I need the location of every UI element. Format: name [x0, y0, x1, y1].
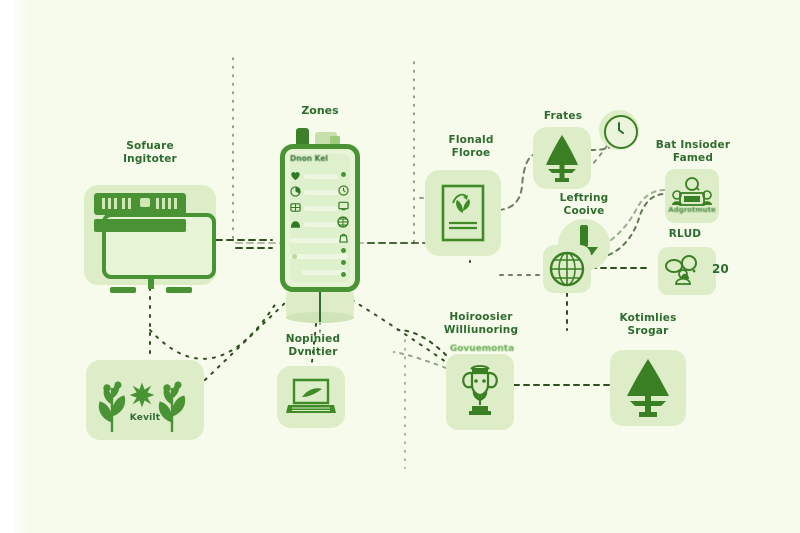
- plants-card[interactable]: [86, 360, 204, 440]
- laptop-device-card[interactable]: [277, 366, 345, 428]
- device-nub-a: [296, 128, 309, 148]
- left-edge-fade: [14, 0, 30, 533]
- document-icon: [441, 184, 485, 242]
- software-incubator-label: Sofuare Ingitoter: [123, 140, 177, 165]
- trophy-icon: [462, 365, 498, 415]
- plants-label: Kevilt: [129, 413, 161, 423]
- tree-forest-label: Frates: [543, 110, 583, 122]
- device-list-row: [302, 270, 348, 275]
- clock-badge[interactable]: [604, 115, 638, 149]
- clock-icon[interactable]: [338, 185, 349, 199]
- globe-icon: [549, 251, 585, 287]
- document-report-label: Flonald Floroe: [448, 134, 494, 159]
- status-dot: [341, 260, 346, 265]
- center-device[interactable]: Dnon Kel: [272, 126, 368, 323]
- device-list-row: [304, 174, 338, 179]
- bat-insider-card[interactable]: [665, 169, 719, 223]
- globe-network-card[interactable]: [543, 245, 591, 293]
- tree-icon: [546, 135, 578, 182]
- heart-icon[interactable]: [290, 170, 301, 184]
- device-list-row: [304, 190, 338, 195]
- trophy-card[interactable]: [446, 354, 514, 430]
- trophy-sublabel: Govuemonta: [449, 344, 515, 354]
- status-dot: [341, 272, 346, 277]
- laptop-device-label: Nopinied Dvnitier: [285, 333, 341, 358]
- left-edge-strip: [0, 0, 14, 533]
- status-dot: [341, 248, 346, 253]
- device-list-row: [290, 254, 348, 259]
- rlud-group-label: RLUD: [668, 228, 702, 240]
- software-incubator-card[interactable]: [84, 185, 216, 293]
- clock-circle-icon: [618, 122, 624, 134]
- tree-forest-card[interactable]: [533, 127, 591, 189]
- laptop-icon: [286, 378, 336, 413]
- rlud-group-card[interactable]: [658, 247, 716, 295]
- device-list-row: [290, 238, 348, 243]
- bat-insider-sublabel: Adgrotmute: [668, 206, 716, 214]
- rlud-badge-count: 20: [712, 262, 729, 276]
- monitor-icon[interactable]: [338, 201, 349, 214]
- center-device-caption: Zones: [301, 104, 339, 117]
- document-report-card[interactable]: [425, 170, 501, 256]
- grid-icon[interactable]: [290, 202, 301, 216]
- people-group-icon: [665, 255, 697, 285]
- device-list-row: [304, 222, 338, 227]
- device-list-row: [304, 206, 338, 211]
- device-stem: [319, 292, 321, 322]
- server-monitor-icon: [84, 185, 216, 293]
- trophy-label: Hoiroosier Williunoring: [443, 311, 519, 336]
- plants-icon: [86, 360, 204, 440]
- pie-chart-icon[interactable]: [290, 186, 301, 200]
- natural-tree-card[interactable]: [610, 350, 686, 426]
- network-icon[interactable]: [337, 216, 349, 231]
- cloud-icon[interactable]: [290, 220, 301, 232]
- bat-insider-label: Bat Insioder Famed: [655, 139, 731, 164]
- bag-icon[interactable]: [338, 232, 349, 246]
- device-left-dot: [292, 254, 297, 259]
- device-nub-c: [330, 136, 340, 148]
- device-screen-title: Dnon Kel: [290, 154, 329, 163]
- natural-tree-label: Kotimlies Srogar: [619, 312, 677, 337]
- lighting-cooler-label: Leftring Cooive: [559, 192, 609, 217]
- tree-icon: [627, 359, 669, 417]
- people-presentation-icon: [672, 177, 712, 206]
- dot-icon[interactable]: [341, 172, 346, 177]
